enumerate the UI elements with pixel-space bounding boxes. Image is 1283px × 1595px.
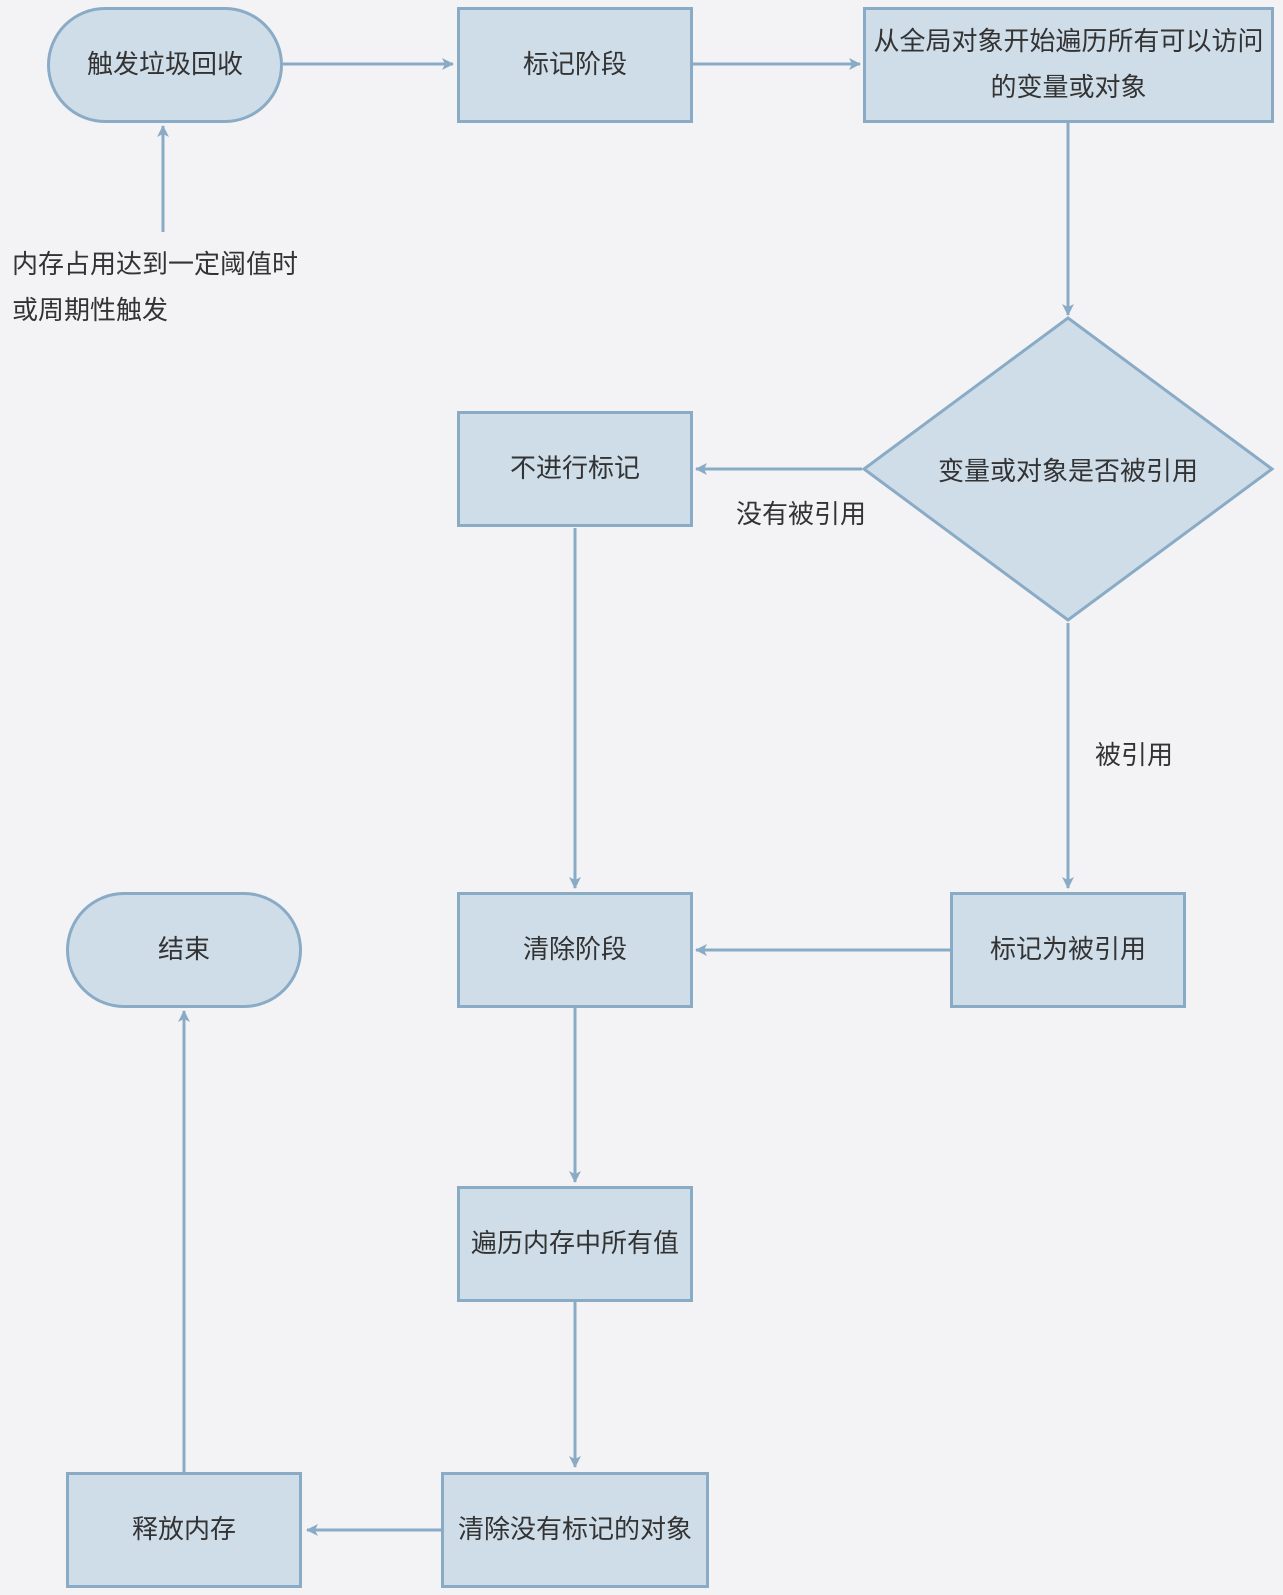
edge-label-referenced: 被引用 bbox=[1095, 741, 1174, 771]
trigger-condition-line2: 或周期性触发 bbox=[12, 296, 169, 326]
start-node: 触发垃圾回收 bbox=[47, 7, 283, 123]
no-mark-label: 不进行标记 bbox=[509, 454, 640, 484]
clear-unmarked-node: 清除没有标记的对象 bbox=[441, 1472, 709, 1588]
end-node-label: 结束 bbox=[157, 935, 210, 965]
mark-phase-label: 标记阶段 bbox=[522, 50, 627, 80]
traverse-global-node: 从全局对象开始遍历所有可以访问的变量或对象 bbox=[863, 7, 1274, 123]
mark-phase-node: 标记阶段 bbox=[457, 7, 693, 123]
no-mark-node: 不进行标记 bbox=[457, 411, 693, 527]
trigger-condition-line1: 内存占用达到一定阈值时 bbox=[12, 250, 299, 280]
decision-label: 变量或对象是否被引用 bbox=[937, 456, 1198, 487]
sweep-phase-label: 清除阶段 bbox=[522, 935, 627, 965]
start-node-label: 触发垃圾回收 bbox=[86, 50, 243, 80]
traverse-memory-node: 遍历内存中所有值 bbox=[457, 1186, 693, 1302]
decision-label-box: 变量或对象是否被引用 bbox=[900, 439, 1236, 499]
sweep-phase-node: 清除阶段 bbox=[457, 892, 693, 1008]
mark-referenced-label: 标记为被引用 bbox=[989, 935, 1146, 965]
end-node: 结束 bbox=[66, 892, 302, 1008]
free-memory-label: 释放内存 bbox=[131, 1515, 236, 1545]
trigger-condition-text: 内存占用达到一定阈值时 或周期性触发 bbox=[12, 242, 298, 334]
edge-label-not-referenced: 没有被引用 bbox=[736, 500, 867, 530]
traverse-memory-label: 遍历内存中所有值 bbox=[470, 1229, 679, 1259]
clear-unmarked-label: 清除没有标记的对象 bbox=[457, 1515, 692, 1545]
free-memory-node: 释放内存 bbox=[66, 1472, 302, 1588]
mark-referenced-node: 标记为被引用 bbox=[950, 892, 1186, 1008]
decision-diamond bbox=[861, 316, 1275, 622]
traverse-global-label: 从全局对象开始遍历所有可以访问的变量或对象 bbox=[873, 27, 1264, 103]
